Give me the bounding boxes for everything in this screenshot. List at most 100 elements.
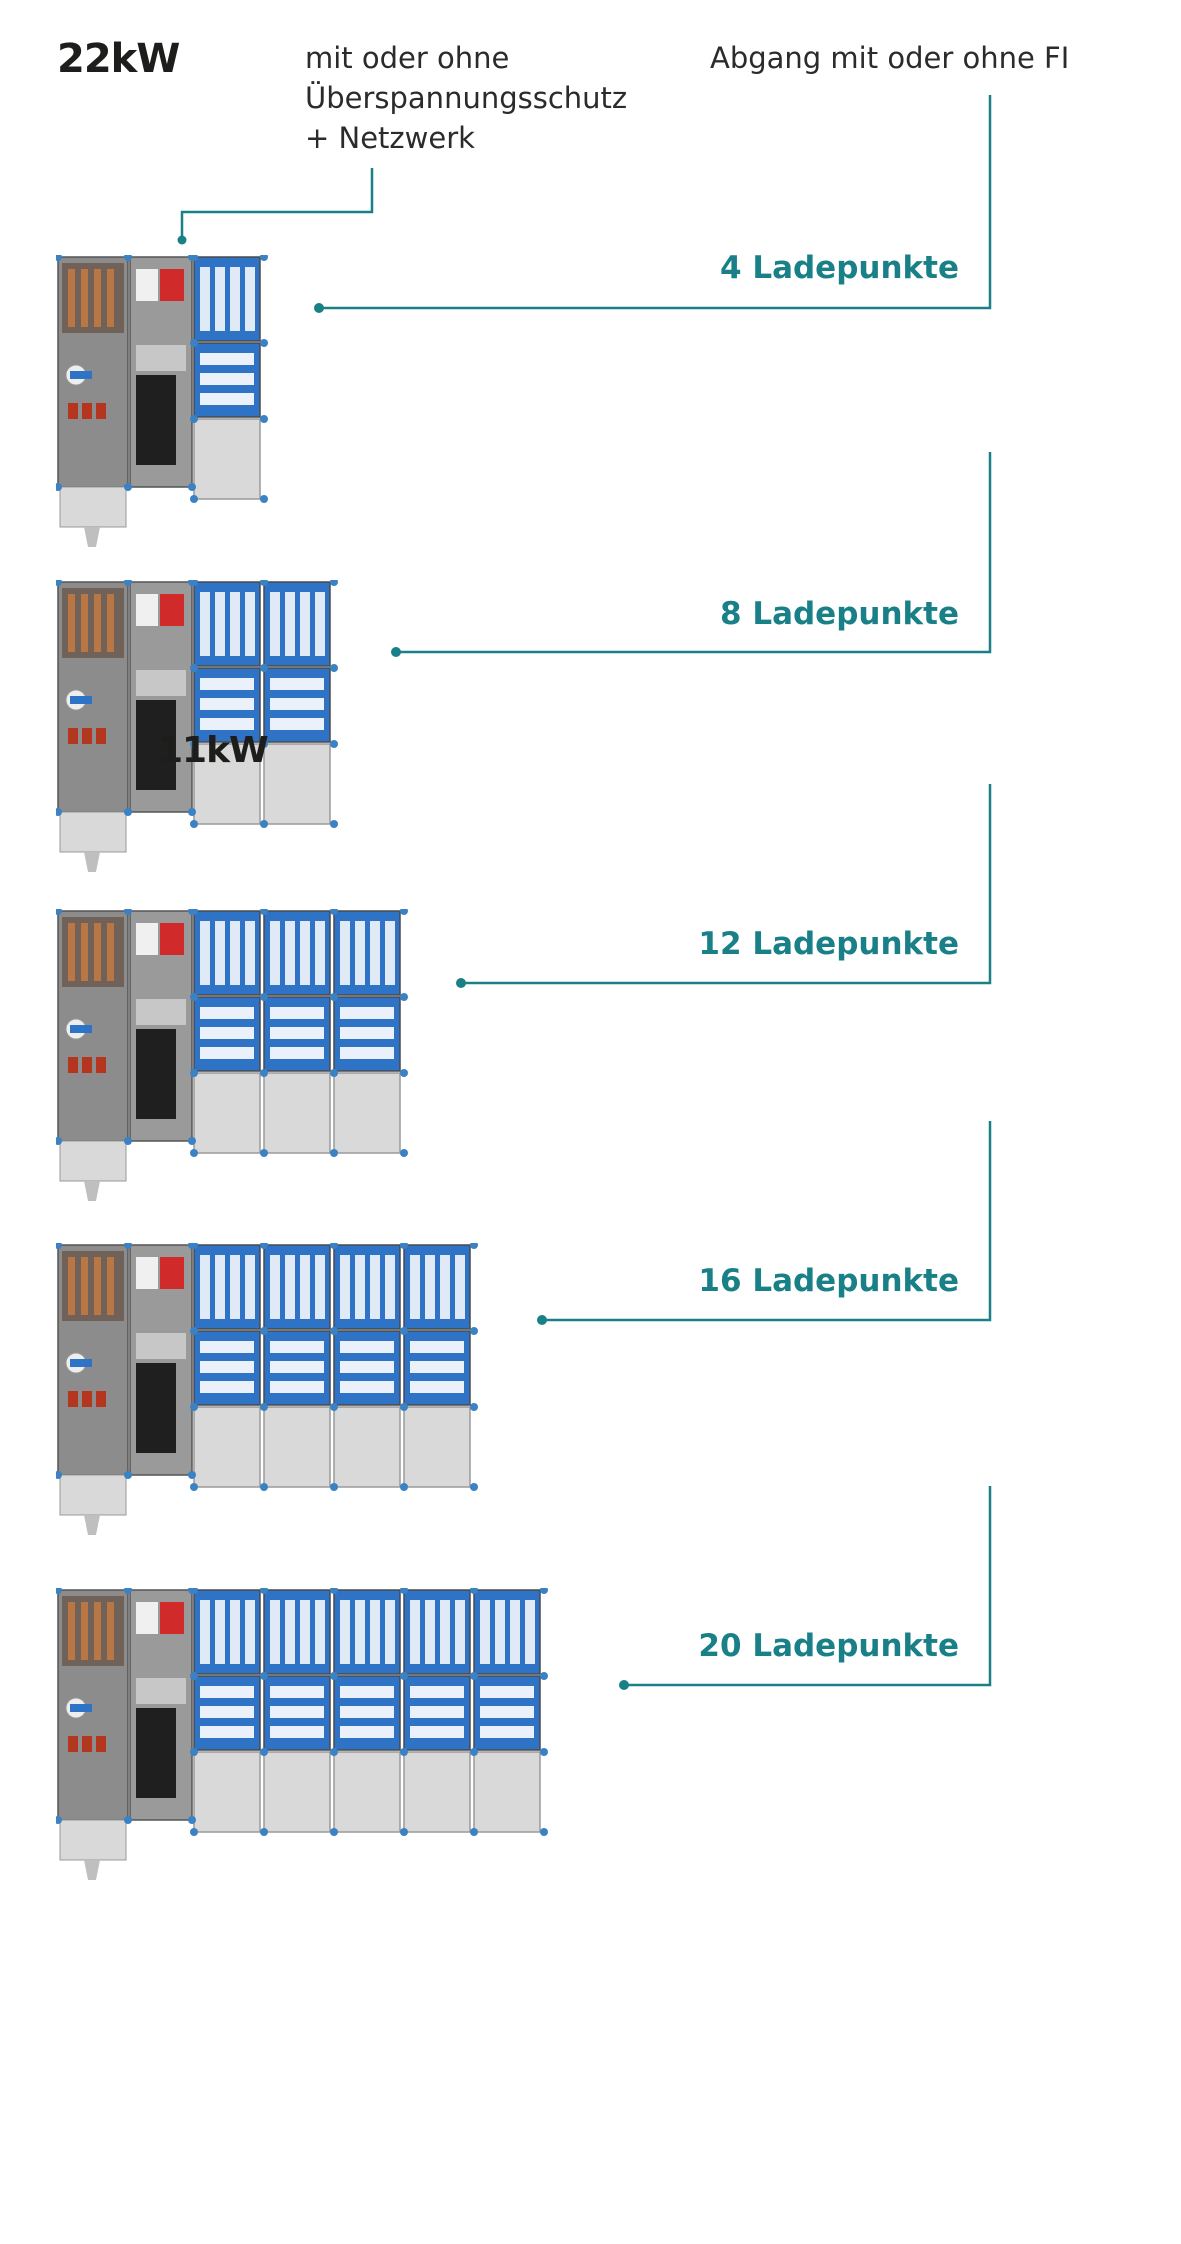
connector-4-dot — [314, 303, 324, 313]
fuse-holder — [96, 1391, 106, 1407]
terminal-block — [136, 1678, 186, 1704]
copper-busbar — [107, 1257, 114, 1315]
connector-dot — [260, 580, 268, 586]
protection-breaker — [160, 923, 184, 955]
dark-panel — [136, 1363, 176, 1453]
board-group — [56, 1588, 548, 1880]
mcb-row — [270, 1007, 324, 1019]
connector-dot — [56, 1471, 62, 1479]
connector-20-dot — [619, 1680, 629, 1690]
breaker-slot — [300, 1255, 310, 1319]
breaker-slot — [230, 1255, 240, 1319]
fuse-holder — [82, 1057, 92, 1073]
mcb-row — [340, 1706, 394, 1718]
connector-dot — [470, 1828, 478, 1836]
connector-dot — [260, 1672, 268, 1680]
copper-busbar — [94, 1257, 101, 1315]
connector-dot — [540, 1748, 548, 1756]
breaker-slot — [200, 592, 210, 656]
breaker-slot — [215, 267, 225, 331]
connector-dot — [190, 1403, 198, 1411]
breaker-slot — [245, 921, 255, 985]
connector-dot — [400, 1828, 408, 1836]
empty-housing — [193, 1751, 261, 1833]
connector-dot — [260, 820, 268, 828]
fuse-holder — [68, 728, 78, 744]
breaker-slot — [315, 592, 325, 656]
breaker-slot — [440, 1255, 450, 1319]
breaker-slot — [285, 921, 295, 985]
surge-note-line-2: Überspannungsschutz — [305, 81, 628, 115]
breaker-slot — [215, 592, 225, 656]
terminal-block — [136, 999, 186, 1025]
mcb-row — [270, 1381, 324, 1393]
connector-dot — [330, 1403, 338, 1411]
connector-dot — [330, 1748, 338, 1756]
mcb-row — [270, 718, 324, 730]
connector-dot — [330, 1069, 338, 1077]
fuse-holder — [68, 1736, 78, 1752]
empty-housing — [403, 1751, 471, 1833]
surge-module — [136, 594, 158, 626]
mcb-row — [480, 1686, 534, 1698]
distribution-board-20 — [56, 1588, 548, 1880]
mcb-row — [200, 393, 254, 405]
breaker-slot — [315, 921, 325, 985]
fuse-holder — [96, 403, 106, 419]
main-switch-handle — [70, 371, 92, 379]
breaker-slot — [230, 921, 240, 985]
connector-dot — [330, 740, 338, 748]
mcb-row — [200, 698, 254, 710]
connector-dot — [56, 1588, 62, 1594]
breaker-slot — [200, 267, 210, 331]
surge-note-connector — [180, 168, 374, 238]
breaker-slot — [245, 1255, 255, 1319]
fuse-holder — [68, 1057, 78, 1073]
copper-busbar — [94, 1602, 101, 1660]
mcb-row — [200, 373, 254, 385]
connector-dot — [260, 993, 268, 1001]
connector-dot — [330, 580, 338, 586]
connector-dot — [470, 1327, 478, 1335]
connector-dot — [190, 1828, 198, 1836]
distribution-board-4 — [56, 255, 268, 547]
cable-gland — [84, 1181, 100, 1201]
connector-8 — [397, 452, 992, 654]
connector-4 — [320, 95, 992, 310]
mcb-row — [200, 353, 254, 365]
connector-dot — [330, 1672, 338, 1680]
breaker-slot — [270, 1255, 280, 1319]
connector-dot — [400, 1149, 408, 1157]
cable-gland — [84, 527, 100, 547]
connector-dot — [260, 1588, 268, 1594]
dark-panel — [136, 1029, 176, 1119]
copper-busbar — [94, 594, 101, 652]
connector-12-dot — [456, 978, 466, 988]
connector-dot — [190, 1243, 198, 1249]
distribution-board-12 — [56, 909, 408, 1201]
connector-dot — [190, 339, 198, 347]
breaker-slot — [200, 1600, 210, 1664]
fuse-holder — [96, 728, 106, 744]
connector-dot — [124, 1816, 132, 1824]
copper-busbar — [68, 1257, 75, 1315]
connector-dot — [56, 909, 62, 915]
mcb-row — [200, 1706, 254, 1718]
breaker-slot — [285, 1600, 295, 1664]
connector-dot — [260, 255, 268, 261]
distribution-board-16 — [56, 1243, 478, 1535]
infeed-bottom-box — [59, 1819, 127, 1861]
connector-dot — [190, 1069, 198, 1077]
dark-panel — [136, 375, 176, 465]
connector-dot — [56, 1243, 62, 1249]
cable-gland — [84, 1860, 100, 1880]
connector-dot — [56, 255, 62, 261]
connector-dot — [190, 1327, 198, 1335]
connector-dot — [470, 1483, 478, 1491]
infeed-bottom-box — [59, 486, 127, 528]
label-16-ladepunkte: 16 Ladepunkte — [698, 1263, 959, 1299]
mcb-row — [410, 1341, 464, 1353]
connector-dot — [260, 1748, 268, 1756]
fuse-holder — [82, 728, 92, 744]
dark-panel — [136, 1708, 176, 1798]
